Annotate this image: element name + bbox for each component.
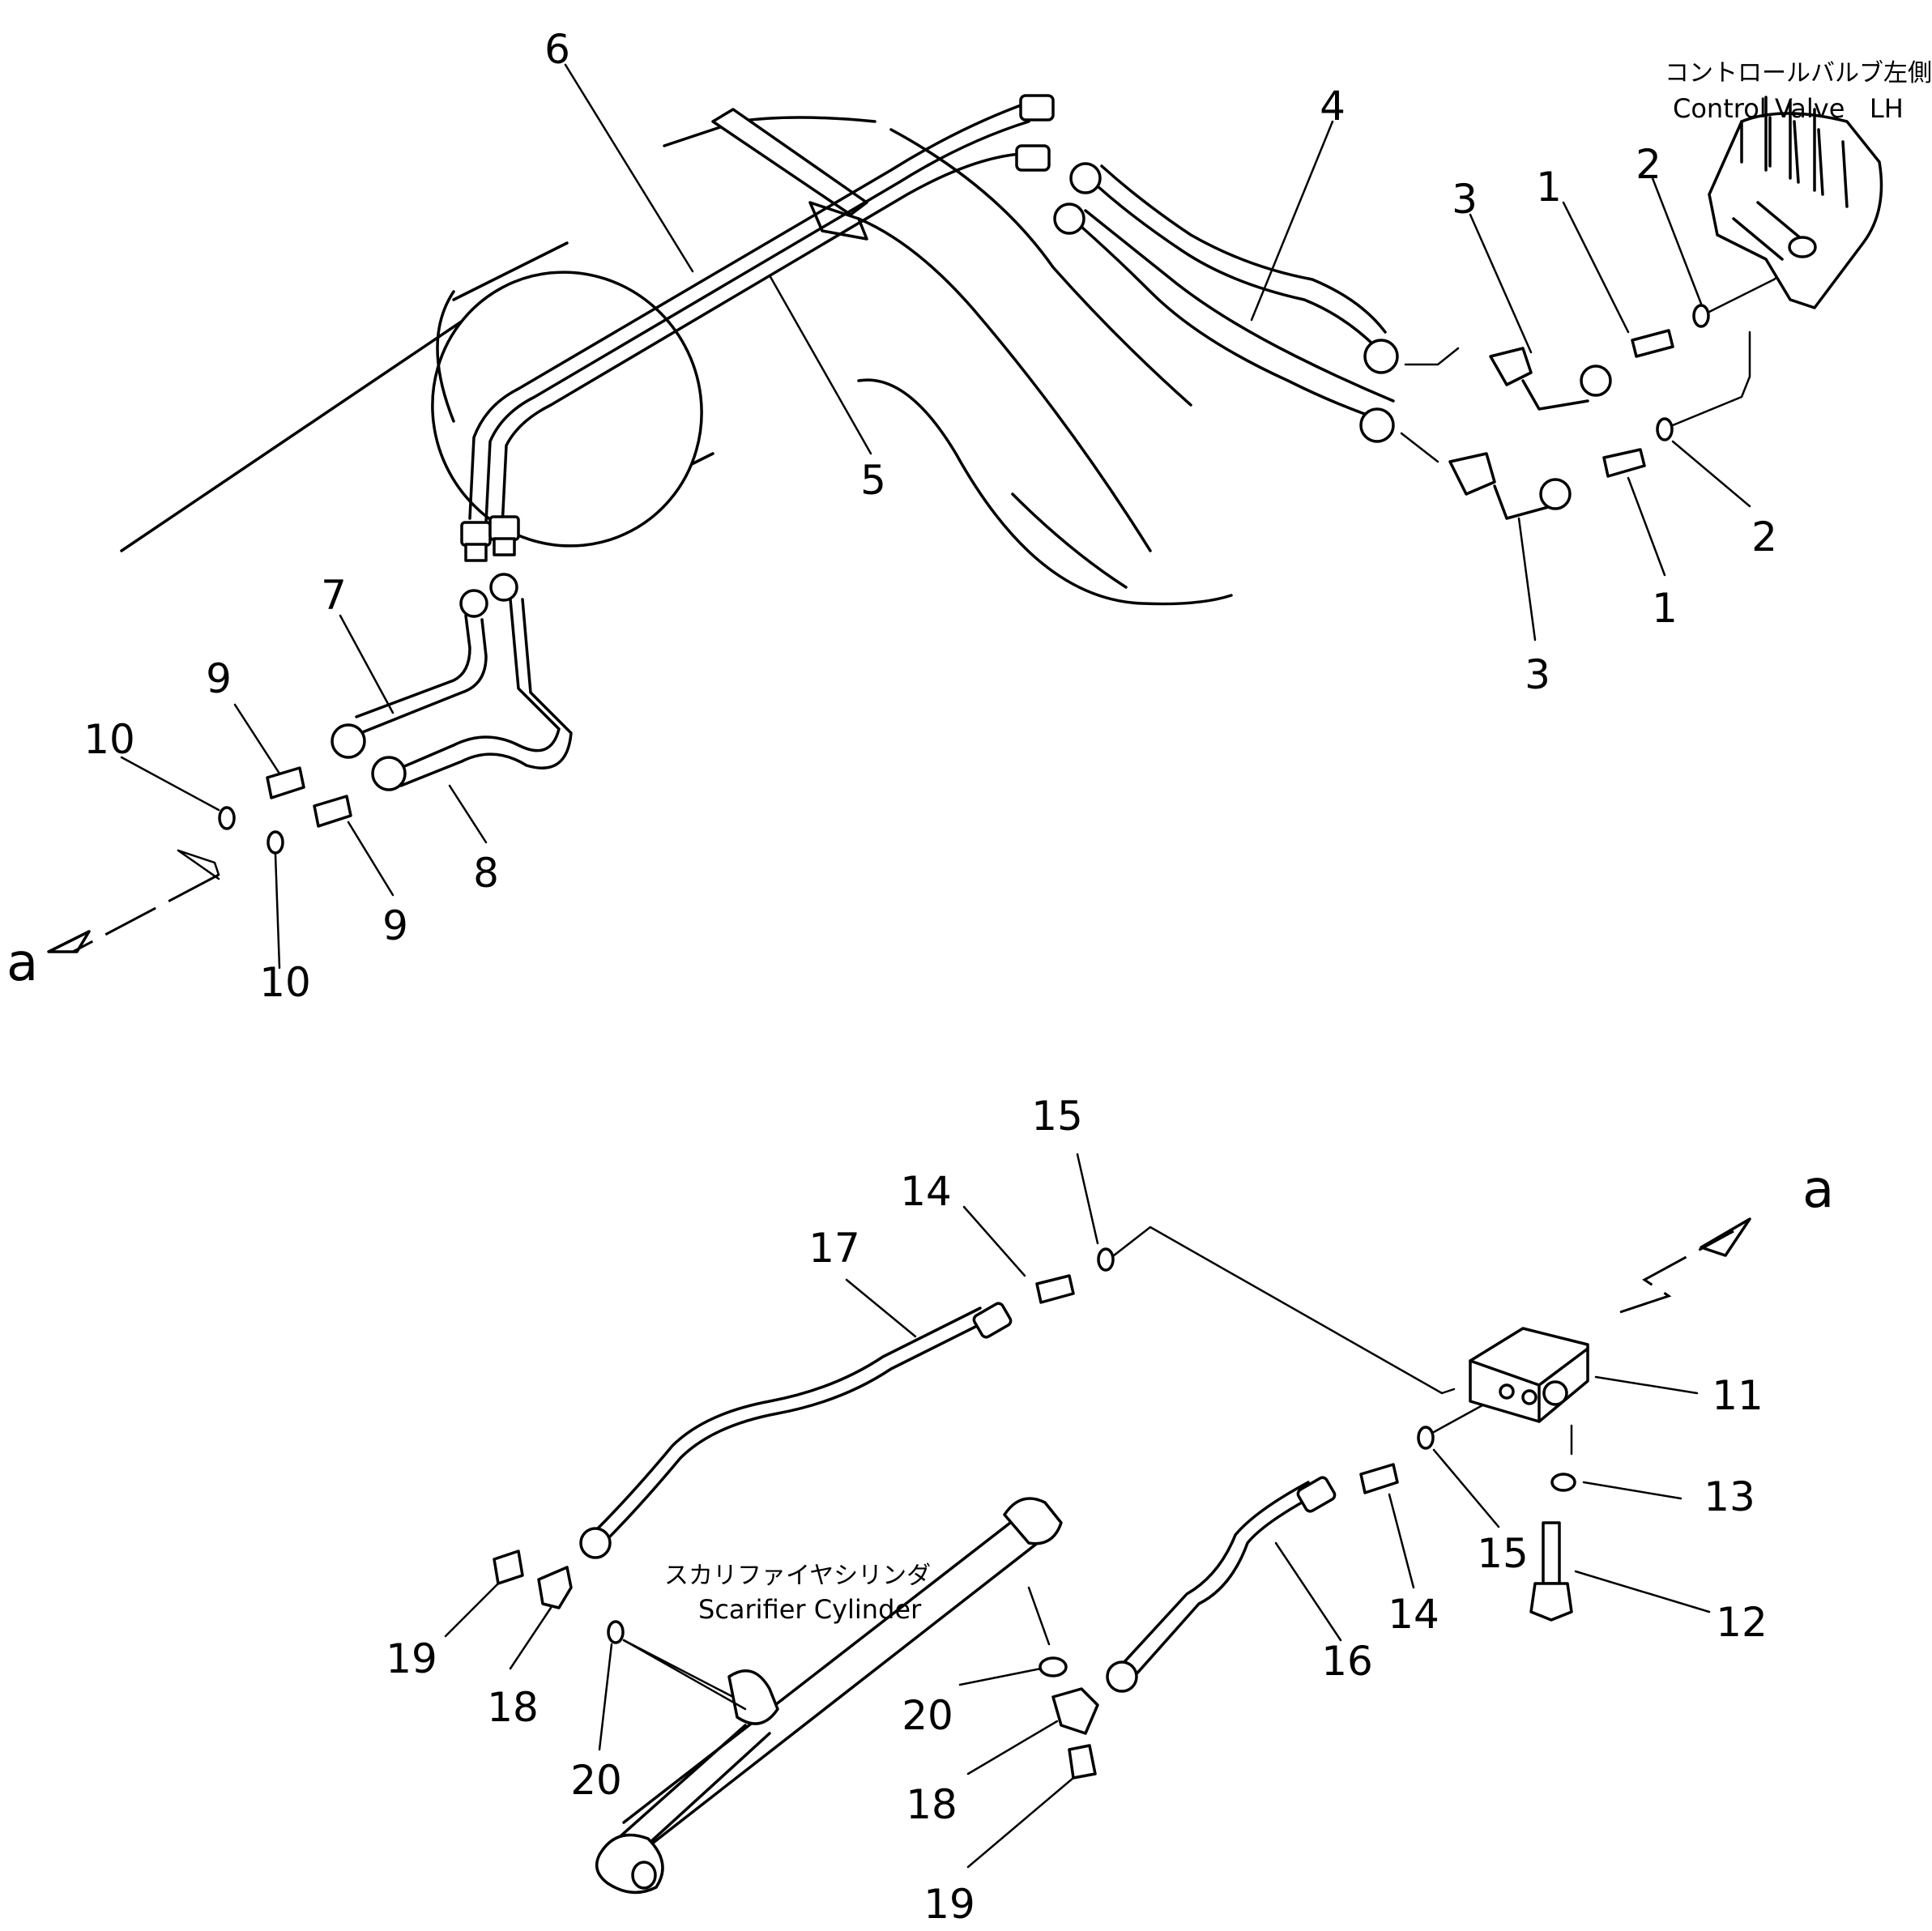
- callout-label: 10: [83, 716, 135, 763]
- cylinder-fittings-left: [493, 1549, 747, 1711]
- callout-label: 20: [902, 1692, 953, 1739]
- callout-numbers-bottom: 15 14 17 11 13 15 14 12 16 19 18 20 20 1…: [386, 1093, 1768, 1928]
- callout-label: 11: [1712, 1372, 1764, 1419]
- callout-label: 18: [906, 1781, 957, 1828]
- captions: コントロールバルブ左側 Control Valve LH スカリファイヤシリンダ…: [6, 59, 1932, 1625]
- callout-label: 14: [1388, 1591, 1439, 1638]
- callout-label: 20: [570, 1757, 622, 1804]
- callout-label: 1: [1536, 164, 1562, 211]
- connector-marker-bottom: a: [1802, 1160, 1834, 1220]
- callout-label: 12: [1716, 1599, 1768, 1646]
- scarifier-caption-en: Scarifier Cylinder: [698, 1594, 922, 1625]
- callout-label: 9: [382, 902, 408, 949]
- pipe-assembly-7-8: [47, 573, 573, 953]
- connector-marker-top: a: [6, 933, 38, 993]
- callout-label: 8: [473, 850, 499, 897]
- callout-label: 17: [808, 1225, 860, 1272]
- callout-label: 1: [1652, 585, 1678, 632]
- control-valve-caption-jp: コントロールバルブ左側: [1665, 59, 1932, 87]
- callout-label: 19: [386, 1635, 437, 1682]
- callout-label: 18: [487, 1684, 539, 1731]
- callout-label: 2: [1751, 514, 1777, 561]
- callout-label: 3: [1525, 651, 1550, 698]
- hose-assembly-17: [579, 1226, 1456, 1559]
- callout-label: 3: [1452, 176, 1478, 223]
- frame-body: [120, 108, 1233, 606]
- callout-label: 4: [1320, 83, 1346, 130]
- callout-label: 10: [259, 959, 311, 1006]
- scarifier-caption-jp: スカリファイヤシリンダ: [664, 1562, 931, 1590]
- callout-label: 19: [923, 1881, 975, 1927]
- scarifier-cylinder: [595, 1497, 1068, 1895]
- fittings-top-right: [1448, 266, 1792, 520]
- cylinder-fittings-right: [1051, 1687, 1099, 1780]
- control-valve-caption-en: Control Valve LH: [1673, 93, 1904, 124]
- callout-numbers-top: 6 4 3 1 2 2 1 3 5 7 9 10 10 9 8: [83, 26, 1777, 1006]
- callout-label: 6: [544, 26, 570, 73]
- callout-label: 15: [1477, 1530, 1529, 1577]
- callout-label: 9: [206, 655, 232, 702]
- callout-label: 14: [900, 1168, 952, 1215]
- callout-label: 2: [1636, 141, 1661, 188]
- hose-assembly-16: [1106, 1404, 1484, 1693]
- control-valve: [1708, 96, 1883, 309]
- callout-label: 7: [321, 572, 347, 619]
- pipe-assembly-5-6: [460, 94, 1055, 562]
- valve-block-11: [1469, 1217, 1751, 1622]
- callout-label: 5: [860, 457, 886, 504]
- callout-label: 15: [1031, 1093, 1083, 1140]
- hose-assembly-4: [1053, 162, 1460, 463]
- callout-label: 16: [1321, 1638, 1373, 1685]
- callout-label: 13: [1704, 1473, 1755, 1520]
- callout-leaders: [120, 63, 1751, 1869]
